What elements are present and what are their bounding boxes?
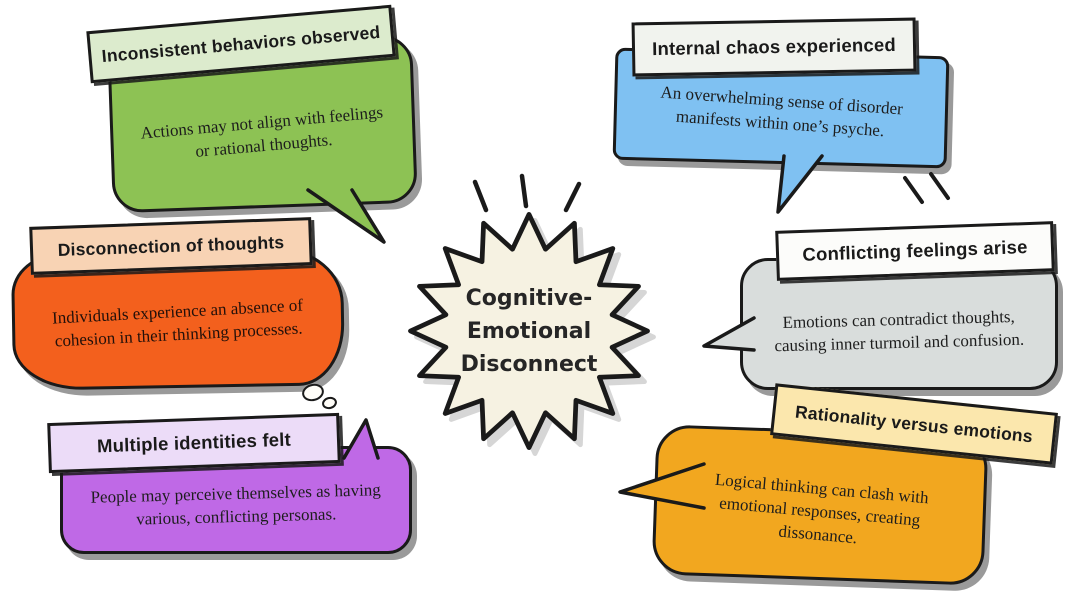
bubble-body-text: People may perceive themselves as having… <box>90 480 382 529</box>
speech-tail <box>702 316 756 352</box>
emphasis-dashes-icon <box>472 173 582 213</box>
speech-tail <box>776 154 824 214</box>
bubble-body-text: An overwhelming sense of disorder manife… <box>660 82 904 141</box>
speech-tail <box>618 462 706 510</box>
bubble-body-text: Logical thinking can clash with emotiona… <box>714 469 930 547</box>
bubble-title: Disconnection of thoughts <box>29 217 313 275</box>
central-title-line: Cognitive- <box>465 285 593 311</box>
bubble-body-text: Emotions can contradict thoughts, causin… <box>774 307 1025 356</box>
central-title-line: Disconnect <box>460 351 598 377</box>
speech-tail <box>306 188 386 244</box>
starburst-shape-icon <box>408 211 650 451</box>
bubble-title: Conflicting feelings arise <box>775 221 1055 281</box>
central-topic-title: Cognitive- Emotional Disconnect <box>402 206 656 456</box>
thought-puff <box>320 395 339 411</box>
speech-tail <box>342 418 380 460</box>
emphasis-marks-icon <box>903 172 950 204</box>
bubble-title: Internal chaos experienced <box>631 17 917 77</box>
central-topic-burst: Cognitive- Emotional Disconnect <box>402 206 656 456</box>
bubble-body-text: Actions may not align with feelings or r… <box>139 102 384 161</box>
central-title-line: Emotional <box>466 318 592 344</box>
bubble-title: Multiple identities felt <box>47 412 341 474</box>
bubble-body-text: Individuals experience an absence of coh… <box>51 295 304 351</box>
